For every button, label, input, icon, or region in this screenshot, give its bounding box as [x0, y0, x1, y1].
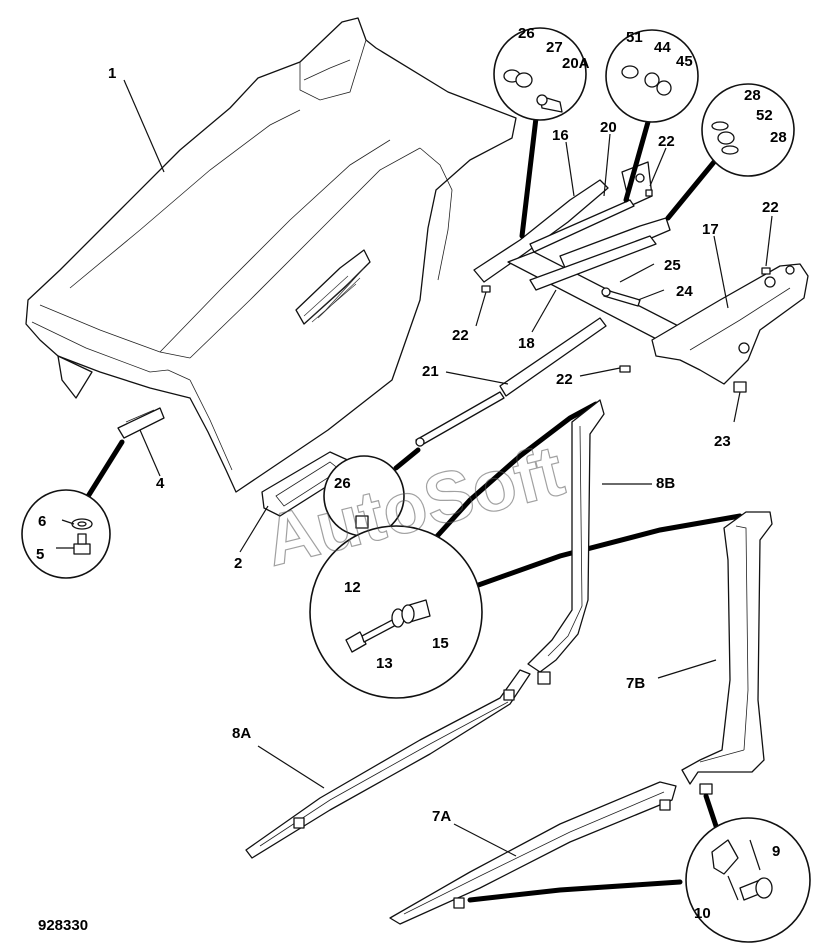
callout-18: 18 — [518, 335, 535, 352]
part-8B-pillar-trim — [527, 399, 605, 685]
callout-28-top: 28 — [744, 87, 761, 104]
callout-45: 45 — [676, 53, 693, 70]
callout-22-top: 22 — [658, 133, 675, 150]
part-7B-pillar-trim — [681, 511, 773, 795]
detail-circle-9-10 — [467, 793, 811, 943]
callout-8B: 8B — [656, 475, 675, 492]
callout-20A: 20A — [562, 55, 590, 72]
callout-15: 15 — [432, 635, 449, 652]
callout-44: 44 — [654, 39, 671, 56]
callout-8A: 8A — [232, 725, 251, 742]
callout-9: 9 — [772, 843, 780, 860]
part-8A-sill-trim — [245, 669, 531, 859]
callout-7B: 7B — [626, 675, 645, 692]
callout-12: 12 — [344, 579, 361, 596]
part-1-cover — [25, 17, 517, 493]
frame-assembly — [473, 161, 809, 393]
callout-25: 25 — [664, 257, 681, 274]
callout-16: 16 — [552, 127, 569, 144]
callout-21: 21 — [422, 363, 439, 380]
detail-circle-5-6 — [21, 439, 125, 579]
callout-22-right: 22 — [762, 199, 779, 216]
callout-1: 1 — [108, 65, 116, 82]
callout-4: 4 — [156, 475, 165, 492]
reference-number: 928330 — [38, 917, 88, 934]
leader-lines — [56, 79, 773, 901]
callout-22-left: 22 — [452, 327, 469, 344]
detail-circle-51-44-45 — [605, 29, 699, 203]
detail-circle-28-52 — [665, 83, 795, 221]
detail-circle-12-13-15 — [309, 401, 743, 699]
part-4-clip — [117, 407, 165, 439]
callout-22-lower: 22 — [556, 371, 573, 388]
callout-52: 52 — [756, 107, 773, 124]
callout-17: 17 — [702, 221, 719, 238]
callout-2: 2 — [234, 555, 242, 572]
callout-7A: 7A — [432, 808, 451, 825]
callout-26-lower: 26 — [334, 475, 351, 492]
callout-20: 20 — [600, 119, 617, 136]
part-7A-sill-trim — [389, 781, 677, 925]
callout-10: 10 — [694, 905, 711, 922]
callout-5: 5 — [36, 546, 44, 563]
callout-23: 23 — [714, 433, 731, 450]
callout-24: 24 — [676, 283, 693, 300]
callout-6: 6 — [38, 513, 46, 530]
callout-28-bottom: 28 — [770, 129, 787, 146]
callout-labels: 1 2 4 5 6 7A 7B 8A 8B 9 10 12 13 15 16 1… — [36, 25, 787, 922]
callout-26-top: 26 — [518, 25, 535, 42]
callout-51: 51 — [626, 29, 643, 46]
callout-27: 27 — [546, 39, 563, 56]
part-21-gas-strut — [415, 317, 607, 447]
detail-circle-26-27-20A — [493, 27, 587, 239]
callout-13: 13 — [376, 655, 393, 672]
